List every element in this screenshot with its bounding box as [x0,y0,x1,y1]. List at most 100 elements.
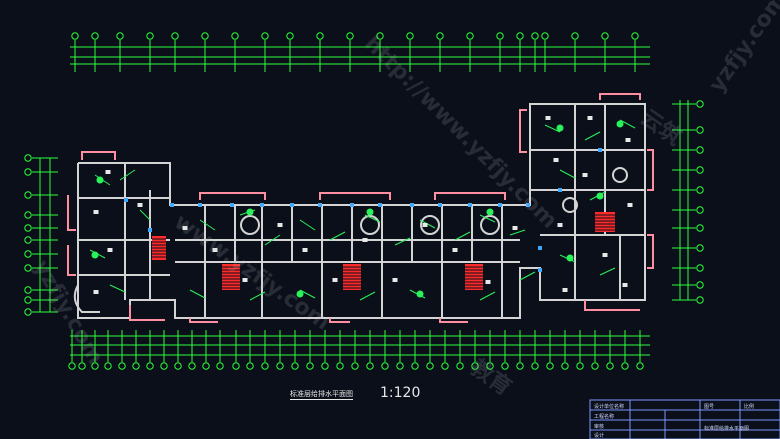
sanitary-fixture [512,226,518,230]
bottom-axis-bubble [576,362,584,370]
top-axis-bubble [516,32,524,40]
pipe-segment [479,291,496,301]
door-marker [290,203,294,207]
title-block-label-1: 图号 [704,404,715,410]
pipe-segment [619,119,636,129]
door-marker [318,203,322,207]
title-block-label-2: 比例 [744,404,755,410]
sanitary-fixture [485,280,491,284]
plumbing-fixtures [93,116,633,294]
bottom-axis-bubble [471,362,479,370]
bottom-axis-bubble [68,362,76,370]
bottom-axis-bubble [188,362,196,370]
right-axis-bubble [696,146,704,154]
top-axis-bubble [376,32,384,40]
bottom-axis-bubble [516,362,524,370]
pipe-riser [246,208,254,216]
bottom-axis-bubble [291,362,299,370]
bottom-axis-bubble [232,362,240,370]
door-marker [468,203,472,207]
top-axis-bubble [496,32,504,40]
sanitary-fixture [557,223,563,227]
sanitary-fixture [93,290,99,294]
pipe-riser [91,251,99,259]
top-axis-bubble [406,32,414,40]
left-axis-bubble [24,168,32,176]
door-marker [438,203,442,207]
door-marker [598,148,602,152]
top-axis-bubble [346,32,354,40]
pipe-segment [519,271,536,281]
left-axis-bubble [24,264,32,272]
top-axis-bubble [261,32,269,40]
bottom-axis-bubble [146,362,154,370]
pipe-segment [119,169,136,181]
bottom-axis-bubble [501,362,509,370]
bottom-axis-bubble [160,362,168,370]
top-axis-bubble [286,32,294,40]
pipe-segment [544,124,561,133]
bottom-axis-bubble [202,362,210,370]
bottom-axis-bubble [486,362,494,370]
bottom-axis-bubble [174,362,182,370]
bottom-axis-bubble [621,362,629,370]
pipe-segment [109,284,126,293]
door-marker [558,188,562,192]
drawing-scale: 1:120 [380,385,421,401]
top-axis-bubble [316,32,324,40]
top-axis-bubble [116,32,124,40]
top-axis-bubble [466,32,474,40]
left-axis-bubble [24,250,32,258]
right-axis-bubble [696,206,704,214]
bottom-axis-bubble [636,362,644,370]
sanitary-fixture [622,283,628,287]
pipe-segment [584,131,601,141]
bottom-axis-bubble [216,362,224,370]
title-block-row-1: 设计单位名称 [594,404,625,410]
title-block-sheet-title: 标准层给排水平面图 [704,426,750,432]
left-axis-bubbles [24,154,58,316]
left-axis-bubble [24,308,32,316]
bottom-axis-bubble [91,362,99,370]
top-axis-bubble [71,32,79,40]
pipe-segment [364,214,381,223]
pipe-segment [249,291,266,301]
top-axis-bubbles [71,32,639,72]
right-axis-bubble [696,281,704,289]
top-axis-bubble [531,32,539,40]
pipe-segment [329,231,346,241]
pipe-segment [299,289,316,299]
door-marker [124,198,128,202]
pipe-segment [299,219,316,231]
sanitary-fixture [362,238,368,242]
bottom-axis-bubble [261,362,269,370]
right-axis-bubble [696,296,704,304]
top-axis-bubble [91,32,99,40]
sanitary-fixture [332,278,338,282]
right-axis-bubble [696,166,704,174]
stair-treads [152,214,615,289]
door-marker [498,203,502,207]
right-axis-bubble [696,100,704,108]
bottom-axis-bubble [104,362,112,370]
pipe-segment [599,267,616,276]
left-axis-bubble [24,154,32,162]
pipe-segment [189,289,206,299]
right-axis-bubble [696,244,704,252]
pipe-segment [479,214,496,223]
sanitary-fixture [422,223,428,227]
drawing-title: 标准层给排水平面图 [290,390,353,400]
sanitary-fixture [587,116,593,120]
pipe-segment [139,209,151,221]
door-marker [230,203,234,207]
sanitary-fixture [625,138,631,142]
right-axis-bubble [696,264,704,272]
door-marker [378,203,382,207]
left-axis-bubble [24,191,32,199]
bottom-axis-bubble [606,362,614,370]
pipe-riser [96,176,104,184]
sanitary-fixture [452,248,458,252]
pipe-riser [366,208,374,216]
